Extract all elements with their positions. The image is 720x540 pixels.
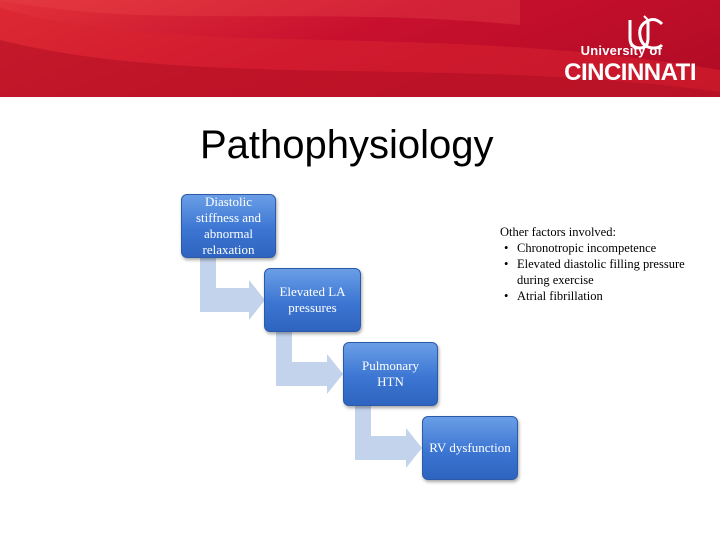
factor-text: Atrial fibrillation [517,289,603,303]
step-diastolic-stiffness: Diastolic stiffness and abnormal relaxat… [181,194,276,258]
uc-logo-mark [628,15,664,50]
connector-arrow-2 [276,332,343,394]
connector-arrow-3 [355,406,422,468]
logo-cincinnati: CINCINNATI [564,59,696,86]
other-factors-list: Other factors involved: • Chronotropic in… [486,224,686,304]
other-factors-heading: Other factors involved: [500,225,616,239]
bullet: • [504,241,509,255]
factor-item: • Elevated diastolic filling pressure dur… [486,256,686,288]
step-elevated-la-pressures: Elevated LA pressures [264,268,361,332]
header-banner: University of CINCINNATI [0,0,720,97]
step-rv-dysfunction: RV dysfunction [422,416,518,480]
factor-text: Elevated diastolic filling pressure duri… [517,257,685,287]
factor-text: Chronotropic incompetence [517,241,657,255]
factor-item: • Atrial fibrillation [486,288,686,304]
connector-arrow-1 [200,258,265,320]
bullet: • [504,257,509,271]
factor-item: • Chronotropic incompetence [486,240,686,256]
bullet: • [504,289,509,303]
slide-title: Pathophysiology [200,123,494,167]
university-logo: University of CINCINNATI [550,12,700,90]
banner-swoosh [0,0,720,97]
logo-university-of: University of [580,43,662,58]
step-pulmonary-htn: Pulmonary HTN [343,342,438,406]
